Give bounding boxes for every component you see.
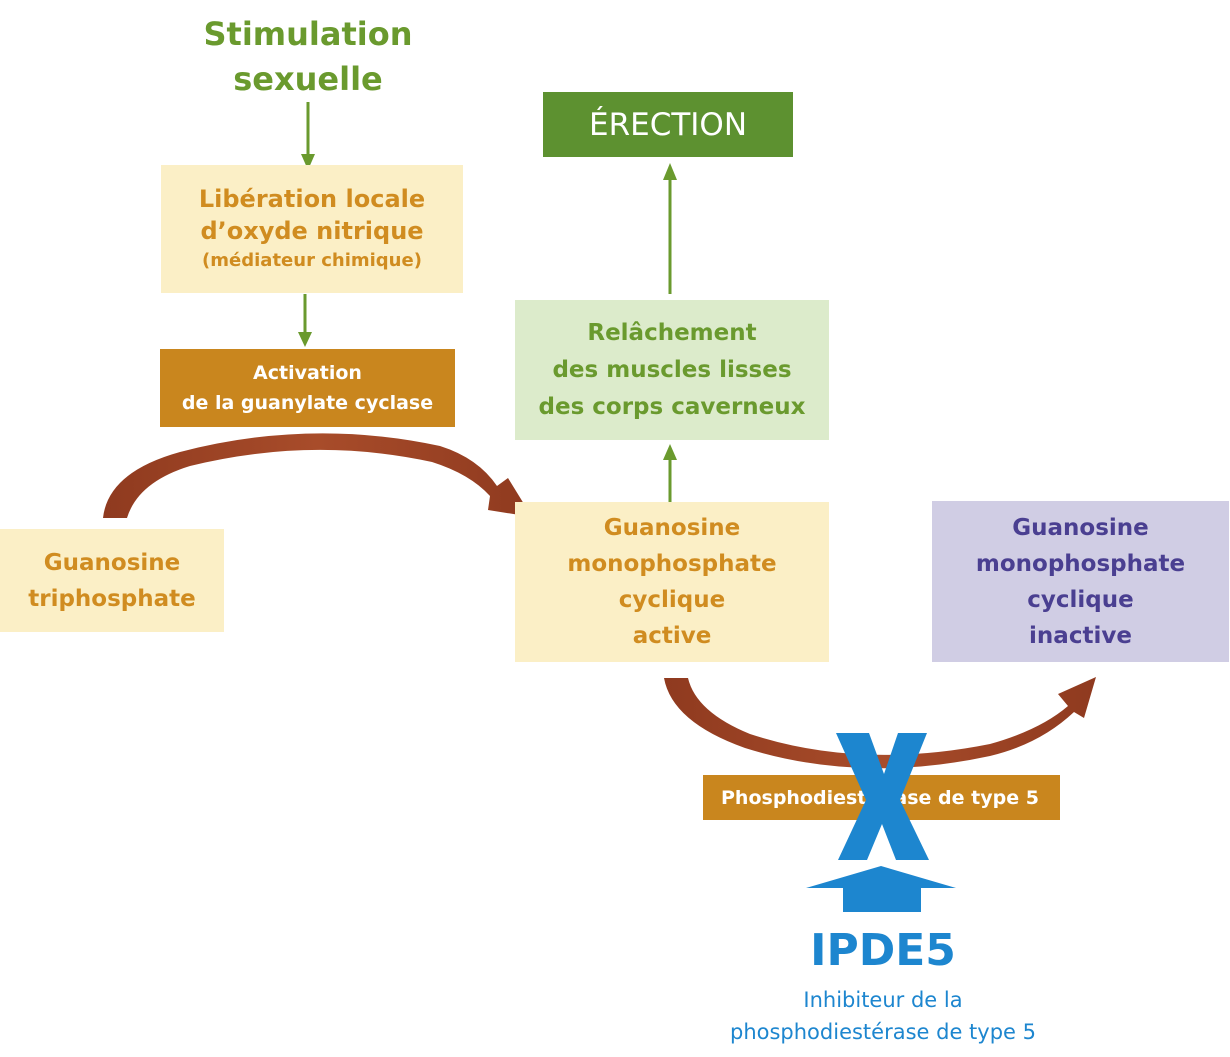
liberation-line3: (médiateur chimique) <box>202 250 422 271</box>
arrow-liberation-to-activation <box>298 294 312 347</box>
erection-box: ÉRECTION <box>543 92 793 157</box>
arrow-relachement-to-erection <box>663 163 677 294</box>
activation-line1: Activation <box>253 362 362 384</box>
liberation-line2: d’oxyde nitrique <box>200 217 424 245</box>
gmpc-inactive-line3: cyclique <box>1027 586 1134 613</box>
activation-line2: de la guanylate cyclase <box>181 392 434 414</box>
ipde5-description: Inhibiteur de la phosphodiestérase de ty… <box>690 984 1076 1048</box>
gmpc-active-line4: active <box>632 623 712 649</box>
gmpc-inactive-line2: monophosphate <box>975 550 1186 577</box>
gtp-line1: Guanosine <box>43 549 181 576</box>
arrow-gmpc-to-relachement <box>663 444 677 502</box>
ipde5-label: IPDE5 <box>780 922 986 980</box>
pde5-part1: Phosphodiest <box>721 786 867 809</box>
stimulation-line1: Stimulation <box>203 15 413 53</box>
relachement-box: Relâchement des muscles lisses des corps… <box>515 300 829 440</box>
pde5-part2: ase de type 5 <box>894 786 1039 809</box>
gmpc-inactive-line4: inactive <box>1029 622 1132 649</box>
gmpc-inactive-line1: Guanosine <box>1012 514 1149 541</box>
arrow-gtp-to-gmpc <box>103 433 532 518</box>
gmpc-active-line3: cyclique <box>618 587 726 613</box>
liberation-line1: Libération locale <box>198 185 426 213</box>
ipde5-title: IPDE5 <box>810 925 956 976</box>
relachement-line3: des corps caverneux <box>538 393 806 420</box>
gtp-line2: triphosphate <box>28 585 196 612</box>
arrow-stimulation-to-liberation <box>301 102 315 170</box>
gmpc-active-box: Guanosine monophosphate cyclique active <box>515 502 829 662</box>
stimulation-label: Stimulation sexuelle <box>190 12 426 102</box>
gtp-box: Guanosine triphosphate <box>0 529 224 632</box>
stimulation-line2: sexuelle <box>233 60 383 98</box>
ipde5-desc-line1: Inhibiteur de la <box>803 988 963 1012</box>
gmpc-active-line2: monophosphate <box>567 551 777 577</box>
arrow-gmpc-active-to-inactive <box>664 677 1096 769</box>
activation-box: Activation de la guanylate cyclase <box>160 349 455 427</box>
relachement-line2: des muscles lisses <box>552 356 792 383</box>
gmpc-active-line1: Guanosine <box>603 515 741 541</box>
ipde5-arrow <box>806 866 956 912</box>
gmpc-inactive-box: Guanosine monophosphate cyclique inactiv… <box>932 501 1229 662</box>
erection-label: ÉRECTION <box>588 106 748 143</box>
relachement-line1: Relâchement <box>587 319 757 346</box>
liberation-box: Libération locale d’oxyde nitrique (médi… <box>161 165 463 293</box>
ipde5-desc-line2: phosphodiestérase de type 5 <box>729 1020 1036 1044</box>
